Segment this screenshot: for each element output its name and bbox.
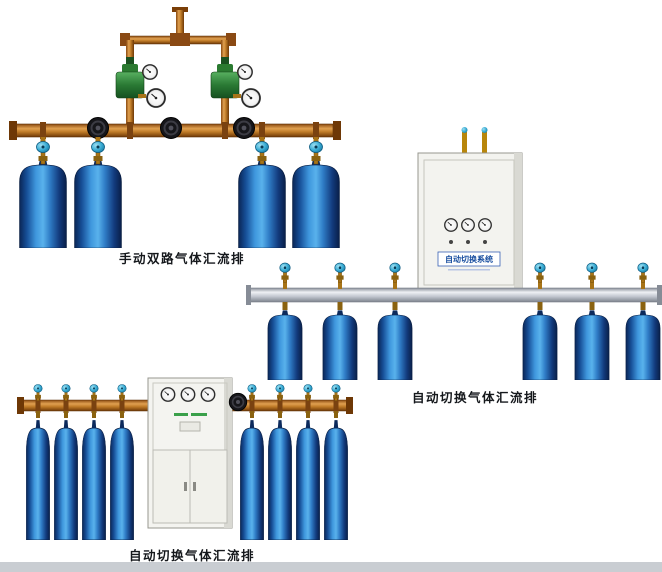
pressure-gauge [180,387,196,402]
gas-cylinder [109,419,135,540]
control-cabinet [147,377,233,529]
gas-cylinder [239,419,265,540]
pressure-gauge [241,88,261,108]
gas-cylinder [322,310,358,380]
gas-cylinder [267,310,303,380]
cylinder-valve [586,262,598,283]
cylinder-valve [91,141,105,165]
cylinder-valve [303,384,313,401]
gas-cylinder [267,419,293,540]
bottom-border-strip [0,562,662,572]
gas-cylinder [19,158,67,248]
pressure-gauge [444,218,458,232]
cylinder-valve [275,384,285,401]
auto-switch-manifold-bottom-illustration [17,377,353,540]
handwheel-valve [228,392,248,412]
cylinder-valve [279,262,291,283]
caption-manual-dual-manifold: 手动双路气体汇流排 [118,252,245,266]
pressure-gauge [146,88,166,108]
cylinder-valve [637,262,649,283]
cylinder-valve [247,384,257,401]
handwheel-valve [159,116,183,140]
gas-cylinder [574,310,610,380]
manual-dual-manifold-illustration [9,7,341,248]
gas-cylinder [74,158,122,248]
cylinder-valve [389,262,401,283]
caption-auto-switch-bottom: 自动切换气体汇流排 [128,549,255,563]
caption-auto-switch-right: 自动切换气体汇流排 [411,391,538,405]
gas-cylinder [625,310,661,380]
pressure-gauge [160,387,176,402]
cabinet-panel-label: 自动切换系统 [445,254,493,264]
pressure-regulator-right [210,57,261,108]
cabinet-top-valve [481,127,488,133]
pressure-regulator-left [115,57,166,108]
station-stems [36,411,338,418]
pressure-gauge [200,387,216,402]
manifold-bar [246,285,662,305]
gas-cylinder [377,310,413,380]
handwheel-valve [86,116,110,140]
gas-cylinder [522,310,558,380]
cylinder-valve [61,384,71,401]
cabinet-door-left [152,449,191,524]
pressure-gauge [461,218,475,232]
cylinder-valve [36,141,50,165]
pressure-gauge [142,64,158,80]
gas-cylinder [323,419,349,540]
auto-switch-manifold-illustration: 自动切换系统 [246,127,662,380]
cabinet-label-plate [437,251,501,267]
cylinder-valve [331,384,341,401]
cabinet-door-right [189,449,228,524]
station-stems [282,280,646,310]
cabinet-top-valve [461,127,468,133]
cylinder-valve [33,384,43,401]
gas-cylinder [81,419,107,540]
gas-cylinder [53,419,79,540]
cylinder-valve [334,262,346,283]
cylinder-valve [89,384,99,401]
panel-indicator [179,421,201,432]
cylinder-valve [117,384,127,401]
gas-cylinder [295,419,321,540]
gas-cylinder [25,419,51,540]
pressure-gauge [478,218,492,232]
control-cabinet: 自动切换系统 [417,127,523,293]
pressure-gauge [237,64,253,80]
cylinder-valve [534,262,546,283]
